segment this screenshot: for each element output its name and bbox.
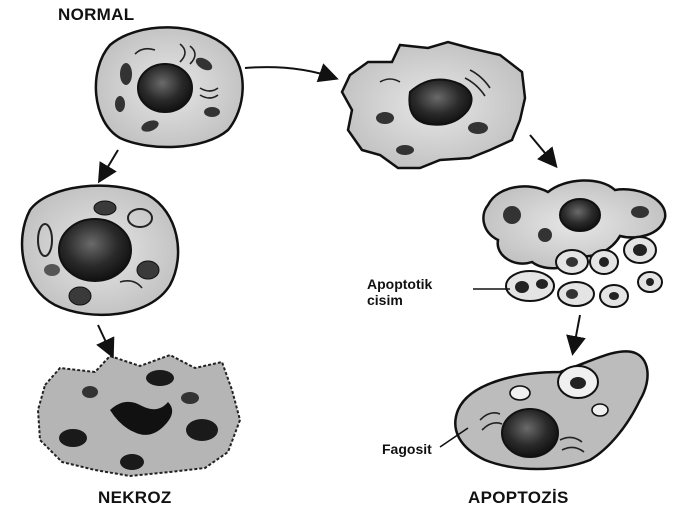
label-apoptotic-line2: cisim bbox=[367, 292, 432, 308]
necrotic-cell bbox=[38, 355, 240, 476]
phagocyte-cell bbox=[455, 351, 647, 469]
arrow-swollen-to-necrotic bbox=[98, 325, 112, 355]
shrinking-cell bbox=[342, 42, 525, 168]
label-apoptotic-line1: Apoptotik bbox=[367, 276, 432, 292]
arrow-shrinking-to-budding bbox=[530, 135, 555, 165]
label-apoptozis: APOPTOZİS bbox=[468, 488, 569, 508]
arrow-normal-to-shrinking bbox=[245, 67, 335, 78]
mitochondrion bbox=[204, 107, 220, 117]
swollen-cell bbox=[22, 186, 178, 315]
label-apoptotic-body: Apoptotik cisim bbox=[367, 276, 432, 308]
arrow-normal-to-swollen bbox=[100, 150, 118, 180]
mitochondrion bbox=[120, 63, 132, 85]
budding-cell bbox=[483, 180, 665, 307]
normal-cell bbox=[96, 27, 243, 147]
label-fagosit: Fagosit bbox=[382, 441, 432, 457]
arrow-budding-to-phagocyte bbox=[573, 315, 580, 352]
mitochondrion bbox=[115, 96, 125, 112]
label-normal: NORMAL bbox=[58, 5, 134, 25]
label-nekroz: NEKROZ bbox=[98, 488, 172, 508]
